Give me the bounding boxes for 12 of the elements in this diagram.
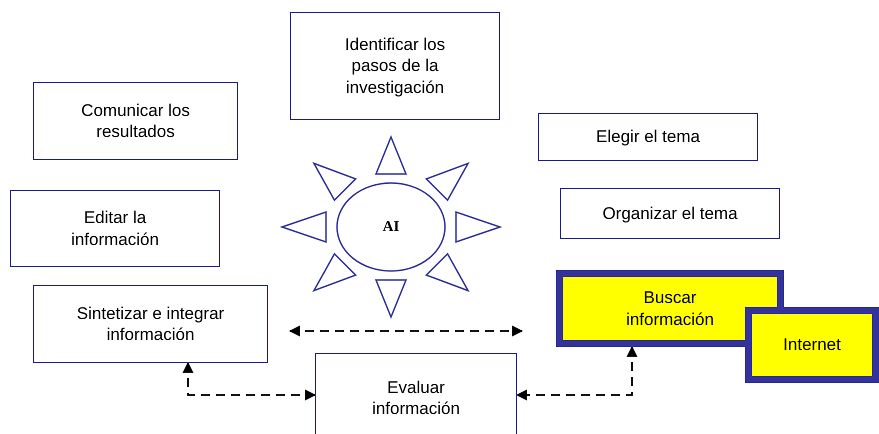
dashed-arrow	[516, 346, 638, 400]
process-box: Evaluar información	[315, 353, 517, 434]
process-box: Identificar los pasos de la investigación	[290, 12, 500, 120]
process-box: Comunicar los resultados	[33, 82, 238, 160]
center-label: AI	[382, 218, 400, 236]
process-box: Editar la información	[10, 190, 220, 267]
process-box: Organizar el tema	[560, 188, 780, 239]
process-box: Elegir el tema	[538, 113, 758, 161]
highlighted-box: Buscar información	[556, 270, 784, 347]
dashed-arrow	[182, 362, 316, 400]
process-box: Sintetizar e integrar información	[33, 285, 268, 363]
highlighted-box: Internet	[745, 307, 879, 383]
